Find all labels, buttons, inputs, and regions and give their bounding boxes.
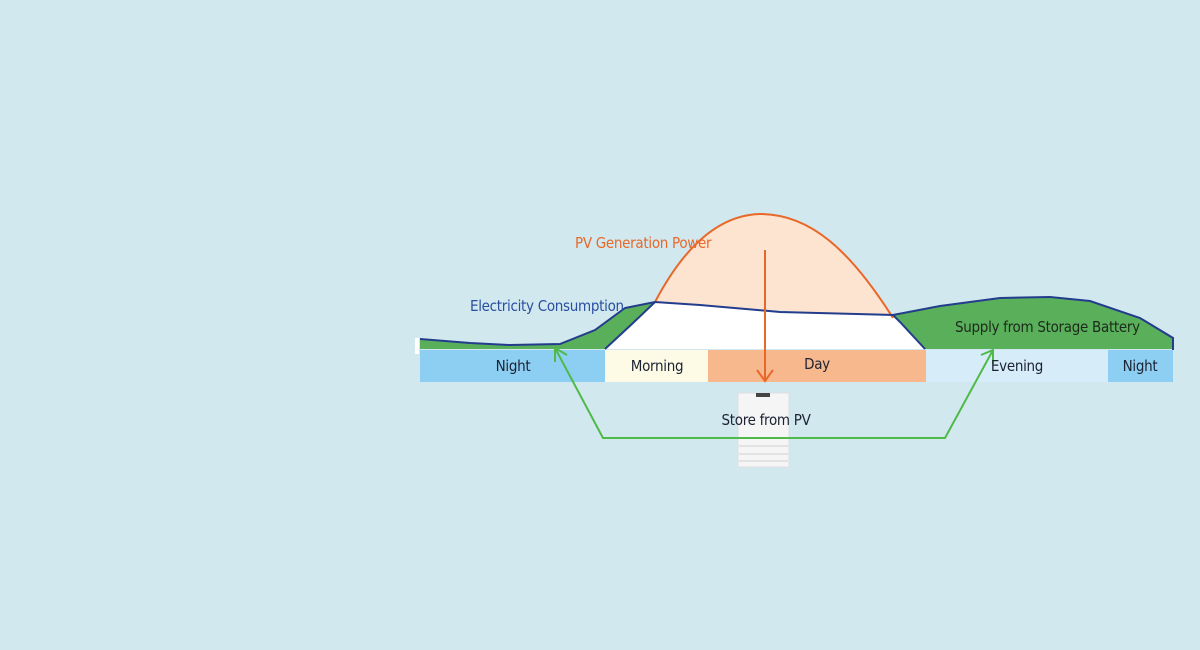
- pv-generation-area: [655, 214, 893, 318]
- store-arrow: [756, 250, 774, 383]
- period-label-night-right: Night: [1122, 357, 1158, 375]
- period-label-day: Day: [804, 355, 830, 373]
- consumption-curve: [419, 295, 1174, 350]
- band-morning: [605, 350, 708, 382]
- battery-supply-left-area: [420, 302, 655, 349]
- left-edge-marker: [415, 338, 419, 354]
- period-label-evening: Evening: [990, 357, 1044, 375]
- store-from-pv-label: Store from PV: [721, 411, 811, 429]
- band-day: [708, 350, 926, 382]
- band-evening: [926, 350, 1108, 382]
- band-night-left: [420, 350, 605, 382]
- battery-supply-label: Supply from Storage Battery: [955, 318, 1140, 336]
- period-label-morning: Morning: [630, 357, 684, 375]
- band-night-right: [1108, 350, 1173, 382]
- supply-loop-arrow: [554, 346, 994, 439]
- storage-battery-icon: [737, 392, 790, 468]
- battery-supply-right-area: [893, 297, 1173, 349]
- pv-generation-label: PV Generation Power: [575, 234, 712, 252]
- electricity-consumption-label: Electricity Consumption: [470, 297, 624, 315]
- consumption-daytime-edge: [604, 301, 926, 350]
- pv-generation-curve: [654, 212, 894, 319]
- period-label-night-left: Night: [495, 357, 531, 375]
